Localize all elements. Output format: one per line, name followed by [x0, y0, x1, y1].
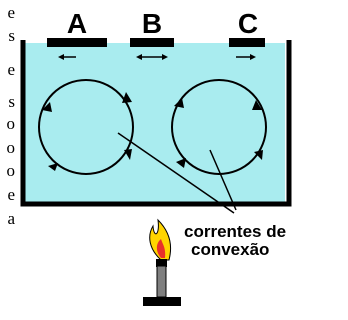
loop-arrowheads — [42, 92, 263, 171]
plate-c — [229, 38, 265, 47]
text-fragment: o — [6, 161, 16, 180]
caption-line2: convexão — [191, 240, 269, 259]
text-fragment: e — [7, 60, 15, 79]
container — [20, 40, 292, 207]
convection-loop-left — [38, 79, 134, 175]
left-text-column: e s e s o o o e a — [0, 0, 16, 320]
leader-line-right — [209, 149, 237, 211]
text-fragment: o — [6, 138, 16, 157]
water — [23, 43, 285, 202]
bunsen-burner-icon — [143, 259, 181, 306]
text-fragment: s — [8, 26, 15, 45]
caption-line1: correntes de — [184, 222, 286, 241]
arrow-b-double-icon — [136, 54, 168, 60]
label-a: A — [67, 8, 87, 39]
arrow-a-left-icon — [58, 54, 76, 60]
text-fragment: s — [8, 92, 15, 111]
arrow-c-right-icon — [236, 54, 256, 60]
convection-loop-right — [171, 79, 267, 175]
plate-a — [47, 38, 107, 47]
text-fragment: a — [7, 209, 15, 228]
flame-icon — [149, 218, 172, 261]
label-b: B — [142, 8, 162, 39]
plate-b — [130, 38, 174, 47]
text-fragment: e — [7, 185, 15, 204]
label-c: C — [238, 8, 258, 39]
leader-line-left — [117, 132, 235, 214]
text-fragment: o — [6, 114, 16, 133]
text-fragment: e — [7, 3, 15, 22]
